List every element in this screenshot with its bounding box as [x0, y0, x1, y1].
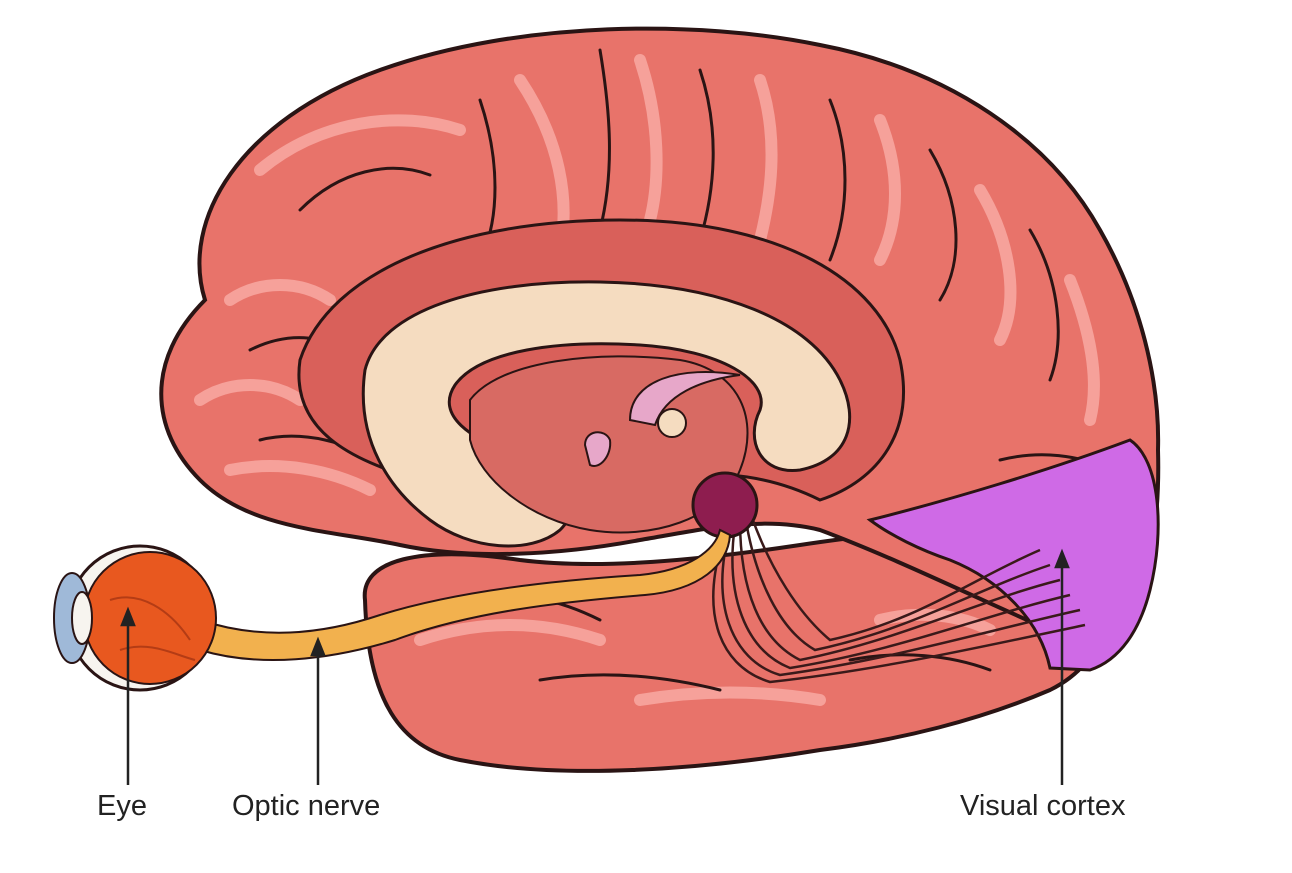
- optic-radiations: [712, 511, 1086, 684]
- eye-illustration: [53, 544, 217, 692]
- optic-nerve-arrowhead: [310, 636, 326, 657]
- corpus-callosum: [361, 280, 852, 548]
- visual-cortex-label: Visual cortex: [960, 790, 1126, 822]
- visual-cortex-arrowhead: [1054, 548, 1070, 569]
- lateral-geniculate-nucleus: [691, 471, 759, 539]
- fornix: [628, 371, 741, 427]
- visual-cortex: [866, 438, 1160, 672]
- interthalamic-adhesion: [657, 408, 687, 438]
- optic-nerve: [199, 528, 732, 662]
- eye-arrowhead: [120, 606, 136, 627]
- anterior-commissure: [583, 431, 612, 467]
- pointer-lines: [120, 548, 1070, 785]
- gyri-highlights: [194, 54, 1100, 706]
- eye-label: Eye: [97, 790, 147, 822]
- optic-nerve-label: Optic nerve: [232, 790, 381, 822]
